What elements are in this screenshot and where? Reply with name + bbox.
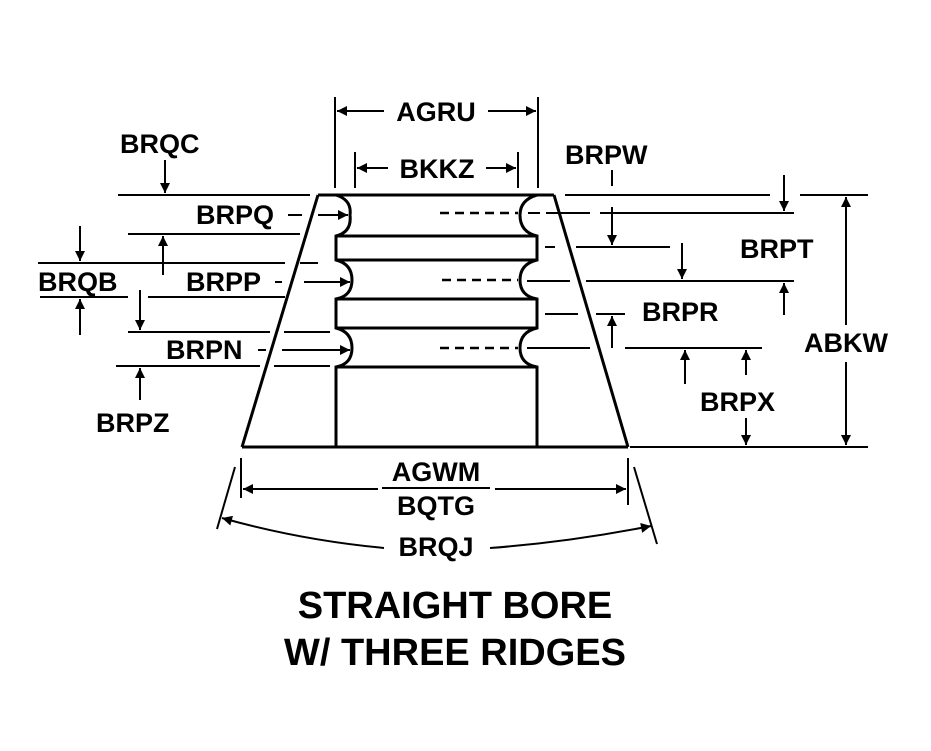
brpp-label: BRPP xyxy=(186,267,261,297)
brpz-label: BRPZ xyxy=(96,408,170,438)
brpn-label: BRPN xyxy=(166,335,243,365)
bkkz-label: BKKZ xyxy=(400,154,475,184)
brqj-label: BRQJ xyxy=(398,532,473,562)
brpr-label: BRPR xyxy=(642,297,719,327)
agru-label: AGRU xyxy=(396,97,476,127)
agwm-bqtg-dimension: AGWM BQTG xyxy=(240,457,629,521)
bqtg-label: BQTG xyxy=(397,491,475,521)
bkkz-dimension: BKKZ xyxy=(354,152,519,188)
brqc-label: BRQC xyxy=(120,129,200,159)
tapered-body-outline xyxy=(240,193,630,449)
agwm-label: AGWM xyxy=(392,457,480,487)
right-extension-lines xyxy=(527,194,868,448)
brpw-label: BRPW xyxy=(565,140,648,170)
brpt-label: BRPT xyxy=(740,234,814,264)
brpq-label: BRPQ xyxy=(196,200,274,230)
diagram-title-line-2: W/ THREE RIDGES xyxy=(284,632,626,674)
diagram-title-line-1: STRAIGHT BORE xyxy=(298,585,613,627)
agru-dimension: AGRU xyxy=(334,97,539,188)
brqb-label: BRQB xyxy=(38,267,118,297)
brqj-dimension: BRQJ xyxy=(216,466,658,562)
left-extension-lines xyxy=(38,194,330,367)
bore-with-ridges xyxy=(334,193,539,447)
brpx-label: BRPX xyxy=(700,387,775,417)
abkw-label: ABKW xyxy=(804,328,888,358)
